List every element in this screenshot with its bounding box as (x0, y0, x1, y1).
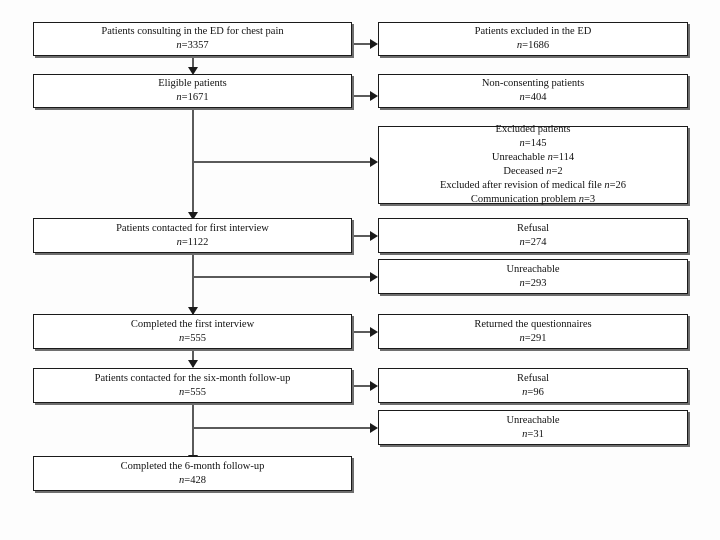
node-label: Returned the questionnaires (474, 318, 592, 330)
node-label: Patients excluded in the ED (474, 26, 592, 38)
detail-label: Excluded after revision of medical file (439, 179, 602, 191)
node-non-consenting-patients: Non-consenting patients n=404 (378, 74, 688, 108)
arrowhead-n3-to-n4 (370, 91, 378, 101)
arrowhead-branch-to-n8 (370, 272, 378, 282)
node-count: n=404 (519, 92, 547, 103)
node-label: Completed the 6-month follow-up (120, 460, 265, 472)
node-eligible-patients: Eligible patients n=1671 (33, 74, 352, 108)
connector-branch-to-n13 (192, 427, 372, 429)
node-refusal-first-interview: Refusal n=274 (378, 218, 688, 253)
node-count: n=428 (179, 474, 206, 486)
connector-n11-to-n12 (352, 385, 372, 387)
node-label: Excluded patients (495, 124, 571, 136)
connector-n1-to-n2 (352, 43, 372, 45)
node-completed-first-interview: Completed the first interview n=555 (33, 314, 352, 349)
connector-branch-to-n8 (192, 276, 372, 278)
detail-label: Communication problem (470, 193, 577, 205)
node-label: Refusal (516, 222, 550, 234)
detail-label: Deceased (503, 166, 544, 177)
arrowhead-n3-to-n6 (188, 212, 198, 220)
node-count: n=145 (519, 138, 547, 150)
node-label: Patients contacted for the six-month fol… (94, 372, 291, 384)
node-count: n=96 (522, 386, 544, 398)
connector-branch-to-n5 (192, 161, 372, 163)
node-patients-consulting-ed: Patients consulting in the ED for chest … (33, 22, 352, 56)
connector-n9-to-n10 (352, 331, 372, 333)
node-detail-line: Deceased n=2 (503, 165, 562, 179)
arrowhead-n1-to-n2 (370, 39, 378, 49)
node-label: Refusal (516, 372, 550, 384)
node-contacted-first-interview: Patients contacted for first interview n… (33, 218, 352, 253)
connector-n1-to-n3 (192, 56, 194, 73)
arrowhead-n9-to-n11 (188, 360, 198, 368)
connector-n6-to-n7 (352, 235, 372, 237)
node-count: n=291 (519, 332, 547, 344)
node-excluded-patients-detail: Excluded patients n=145 Unreachable n=11… (378, 124, 688, 207)
detail-count: n=2 (546, 166, 563, 177)
node-label: Patients consulting in the ED for chest … (101, 26, 284, 38)
node-refusal-followup: Refusal n=96 (378, 368, 688, 403)
arrowhead-n6-to-n7 (370, 231, 378, 241)
node-count: n=1122 (176, 236, 209, 248)
node-label: Unreachable (506, 263, 560, 275)
node-label: Eligible patients (158, 78, 227, 90)
detail-count: n=26 (604, 179, 627, 191)
node-unreachable-followup: Unreachable n=31 (378, 410, 688, 445)
arrowhead-n1-to-n3 (188, 67, 198, 75)
arrowhead-branch-to-n13 (370, 423, 378, 433)
node-count: n=555 (179, 332, 206, 344)
node-count: n=3357 (176, 40, 209, 51)
node-count: n=1671 (176, 92, 209, 103)
node-label: Unreachable (506, 414, 560, 426)
arrowhead-n6-to-n9 (188, 307, 198, 315)
node-detail-line: Communication problem n=3 (471, 193, 595, 207)
node-count: n=555 (179, 386, 206, 398)
node-count: n=1686 (516, 40, 550, 51)
arrowhead-n11-to-n12 (370, 381, 378, 391)
connector-n9-to-n11 (192, 349, 194, 367)
node-unreachable-first-interview: Unreachable n=293 (378, 259, 688, 294)
node-label: Non-consenting patients (481, 78, 585, 90)
connector-n3-to-n4 (352, 95, 372, 97)
node-patients-excluded-ed: Patients excluded in the ED n=1686 (378, 22, 688, 56)
node-contacted-six-month-followup: Patients contacted for the six-month fol… (33, 368, 352, 403)
node-count: n=274 (519, 236, 547, 248)
connector-n3-to-n6 (192, 108, 194, 221)
node-label: Patients contacted for first interview (116, 222, 269, 234)
detail-count: n=3 (578, 193, 596, 205)
detail-label: Unreachable (491, 152, 545, 164)
node-label: Completed the first interview (130, 318, 255, 330)
node-count: n=31 (522, 428, 544, 440)
node-detail-line: Excluded after revision of medical file … (440, 179, 626, 193)
connector-n6-to-n9 (192, 253, 194, 315)
node-completed-six-month-followup: Completed the 6-month follow-up n=428 (33, 456, 352, 491)
detail-count: n=114 (547, 152, 575, 164)
arrowhead-branch-to-n5 (370, 157, 378, 167)
node-returned-questionnaires: Returned the questionnaires n=291 (378, 314, 688, 349)
node-count: n=293 (519, 277, 547, 289)
connector-n11-to-n14 (192, 403, 194, 463)
node-detail-line: Unreachable n=114 (492, 151, 574, 165)
arrowhead-n9-to-n10 (370, 327, 378, 337)
